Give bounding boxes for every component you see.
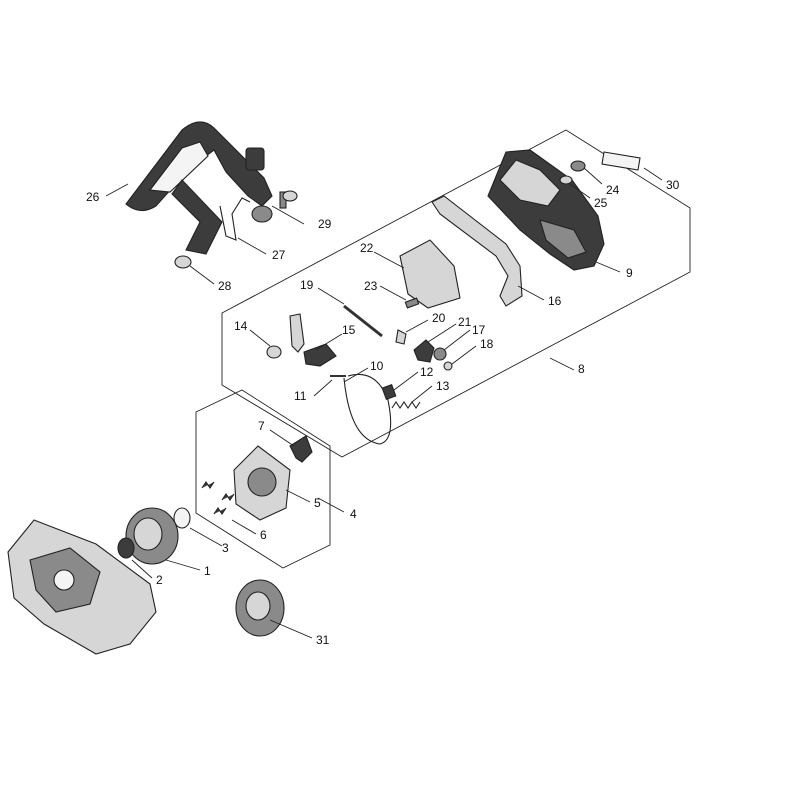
small-washer-part [443, 361, 453, 371]
group-box-8 [221, 129, 691, 458]
guide-screw-part [404, 297, 420, 309]
chain-guard-part [431, 195, 523, 307]
callout-4: 4 [350, 507, 357, 521]
guide-plate-part [399, 239, 461, 309]
callout-15: 15 [342, 323, 356, 337]
collar-part [266, 345, 282, 359]
spring-clip-part [219, 197, 251, 241]
lever-part [413, 339, 435, 363]
rim-sprocket-part [235, 579, 285, 637]
callout-26: 26 [86, 190, 100, 204]
callout-8: 8 [578, 362, 585, 376]
callout-12: 12 [420, 365, 434, 379]
callout-19: 19 [300, 278, 314, 292]
leader-lines [105, 167, 663, 639]
brake-spring-part [391, 401, 421, 409]
callout-17: 17 [472, 323, 486, 337]
clutch-spring-part-b [213, 493, 235, 515]
brake-rod-part [343, 304, 383, 338]
clutch-shoe-part [289, 435, 313, 463]
callout-21: 21 [458, 315, 472, 329]
bushing-part [174, 255, 192, 269]
callout-24: 24 [606, 183, 620, 197]
clutch-washer-part [173, 507, 191, 529]
callout-25: 25 [594, 196, 608, 210]
callout-10: 10 [370, 359, 384, 373]
brake-lever-part [289, 313, 337, 367]
callout-5: 5 [314, 496, 321, 510]
handle-bolt-part [279, 190, 298, 209]
callout-28: 28 [218, 279, 232, 293]
callout-1: 1 [204, 564, 211, 578]
callout-23: 23 [364, 279, 378, 293]
needle-bearing-part [117, 537, 135, 559]
callout-30: 30 [666, 178, 680, 192]
callout-6: 6 [260, 528, 267, 542]
callout-29: 29 [318, 217, 332, 231]
callout-22: 22 [360, 241, 374, 255]
clutch-drum-part [125, 507, 179, 565]
callout-13: 13 [436, 379, 450, 393]
label-sticker-part [601, 151, 641, 171]
callout-16: 16 [548, 294, 562, 308]
callout-11: 11 [294, 389, 307, 403]
washer-part [559, 175, 573, 185]
crankcase-part [7, 519, 157, 655]
pin-part [395, 329, 407, 345]
group-box-4 [195, 389, 331, 569]
callout-27: 27 [272, 248, 286, 262]
clutch-spring-part [201, 481, 215, 489]
clutch-hub-part [247, 467, 277, 497]
callout-2: 2 [156, 573, 163, 587]
clutch-cover-part [487, 149, 605, 271]
callout-31: 31 [316, 633, 330, 647]
callout-18: 18 [480, 337, 494, 351]
callout-3: 3 [222, 541, 229, 555]
callout-7: 7 [258, 419, 265, 433]
nut-part [570, 160, 586, 172]
callout-14: 14 [234, 319, 248, 333]
spring-washer-part [433, 347, 447, 361]
spring-holder-part [381, 383, 397, 401]
callout-9: 9 [626, 266, 633, 280]
front-handle-part [125, 121, 273, 255]
callout-20: 20 [432, 311, 446, 325]
brake-band-part [343, 373, 392, 445]
